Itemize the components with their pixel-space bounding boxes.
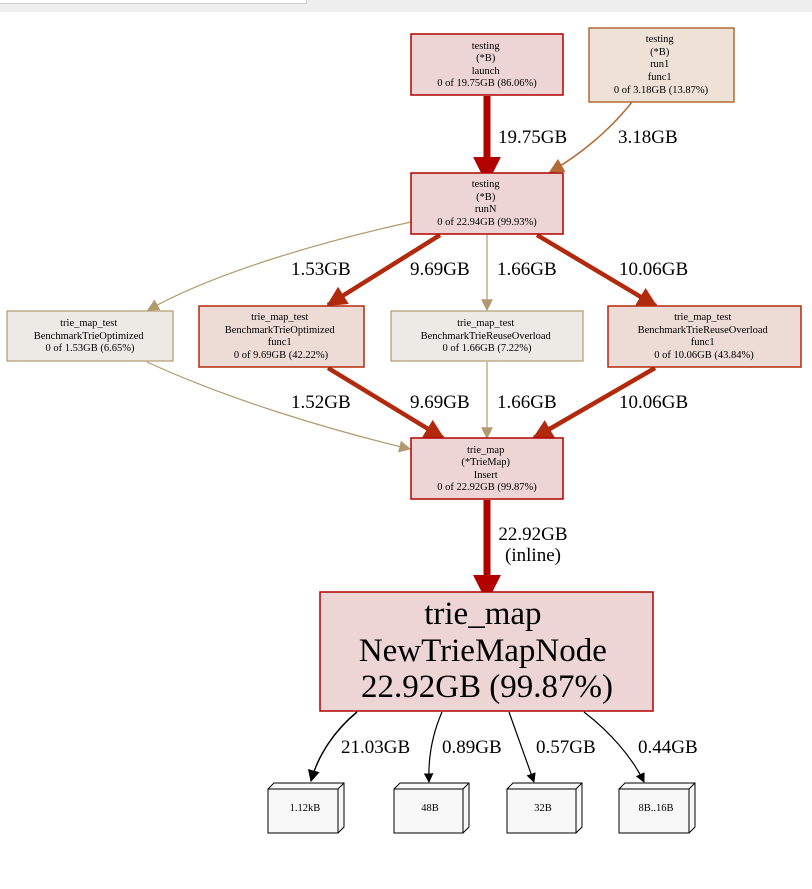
edge-runN-opt[interactable]: [146, 221, 412, 311]
node-bench-opt-func1-line: 0 of 9.69GB (42.22%): [234, 350, 329, 361]
node-bench-opt-func1-line: func1: [268, 337, 292, 348]
node-runN-line: (*B): [476, 192, 496, 203]
svg-text:testing (*B) runN: testing (*B) runN 0 of 22.94GB (99.93%): [437, 179, 537, 228]
node-bench-opt[interactable]: trie_map_test BenchmarkTrieOptimized 0 o…: [6, 310, 174, 362]
edge-newnode-leaf2[interactable]: [423, 711, 443, 783]
svg-text:trie_map_test BenchmarkT: trie_map_test BenchmarkTrieOptimized fun…: [225, 312, 337, 361]
edge-run1-runN[interactable]: [548, 101, 633, 173]
node-bench-opt-func1-line: trie_map_test: [251, 312, 308, 323]
leaf-label: 8B..16B: [638, 803, 673, 814]
svg-text:trie_map_test BenchmarkT: trie_map_test BenchmarkTrieOptimized 0 o…: [34, 318, 146, 354]
node-run1-line: (*B): [650, 47, 670, 58]
top-toolbar: [0, 0, 812, 12]
node-bench-reuse-line: trie_map_test: [457, 318, 514, 329]
node-insert-line: Insert: [474, 470, 498, 481]
svg-text:trie_map_test BenchmarkT: trie_map_test BenchmarkTrieReuseOverload…: [421, 318, 554, 354]
leaf-label: 48B: [421, 803, 439, 814]
node-newtriemapnode-line: 22.92GB (99.87%): [361, 669, 613, 705]
node-bench-reuse-func1-line: func1: [691, 337, 715, 348]
node-newtriemapnode-line: trie_map: [424, 596, 541, 632]
node-insert-line: trie_map: [467, 445, 504, 456]
leaf-box-3[interactable]: 32B: [506, 782, 583, 834]
edge-labels: 19.75GB 3.18GB 1.53GB 9.69GB 1.66GB 10.0…: [291, 127, 698, 758]
edge-newnode-leaf4[interactable]: [583, 711, 645, 783]
node-run1[interactable]: testing (*B) run1 func1 0 of 3.18GB (13.…: [588, 27, 735, 103]
node-bench-opt-line: BenchmarkTrieOptimized: [34, 331, 145, 342]
edge-newnode-leaf1[interactable]: [308, 711, 358, 783]
edge-label-insert-newnode-inline: (inline): [505, 545, 561, 566]
node-launch-line: testing: [472, 41, 501, 52]
node-launch-line: launch: [472, 66, 501, 77]
svg-text:testing (*B) run1: testing (*B) run1 func1 0 of 3.18GB (13.…: [614, 34, 709, 96]
node-newtriemapnode-line: NewTrieMapNode: [359, 633, 607, 669]
node-run1-line: 0 of 3.18GB (13.87%): [614, 85, 709, 96]
svg-text:testing (*B) launc: testing (*B) launch 0 of 19.75GB (86.06%…: [437, 41, 537, 89]
node-launch[interactable]: testing (*B) launch 0 of 19.75GB (86.06%…: [410, 33, 564, 96]
edge-label-runN-opt: 1.53GB: [291, 259, 351, 280]
node-run1-line: func1: [648, 72, 672, 83]
node-bench-opt-func1-line: BenchmarkTrieOptimized: [225, 325, 336, 336]
edge-runN-reusef[interactable]: [535, 233, 658, 308]
edge-label-run1-runN: 3.18GB: [618, 127, 678, 148]
edge-label-launch-runN: 19.75GB: [498, 127, 567, 148]
leaf-label: 32B: [534, 803, 552, 814]
search-input[interactable]: [0, 0, 307, 4]
edge-label-newnode-leaf3: 0.57GB: [536, 737, 596, 758]
edge-label-reuse-insert: 1.66GB: [497, 392, 557, 413]
edge-opt-insert[interactable]: [146, 361, 412, 453]
node-run1-line: run1: [650, 59, 669, 70]
node-bench-reuse-func1-line: 0 of 10.06GB (43.84%): [654, 350, 754, 361]
edge-label-newnode-leaf2: 0.89GB: [442, 737, 502, 758]
node-bench-reuse-func1[interactable]: trie_map_test BenchmarkTrieReuseOverload…: [607, 305, 802, 368]
node-insert[interactable]: trie_map (*TrieMap) Insert 0 of 22.92GB …: [410, 437, 564, 500]
node-bench-reuse[interactable]: trie_map_test BenchmarkTrieReuseOverload…: [390, 310, 584, 362]
edge-label-opt-insert: 1.52GB: [291, 392, 351, 413]
node-newtriemapnode[interactable]: trie_map NewTrieMapNode 22.92GB (99.87%): [319, 591, 654, 712]
node-run1-line: testing: [646, 34, 675, 45]
node-runN[interactable]: testing (*B) runN 0 of 22.94GB (99.93%): [410, 172, 564, 235]
svg-text:trie_map (*TrieMap): trie_map (*TrieMap) Insert 0 of 22.92GB …: [437, 445, 537, 493]
edge-label-runN-optf: 9.69GB: [410, 259, 470, 280]
edge-runN-optf[interactable]: [326, 233, 442, 307]
node-bench-opt-line: 0 of 1.53GB (6.65%): [46, 343, 135, 354]
leaf-box-1[interactable]: 1.12kB: [267, 782, 345, 834]
node-runN-line: runN: [475, 204, 497, 215]
svg-text:trie_map_test BenchmarkT: trie_map_test BenchmarkTrieReuseOverload…: [638, 312, 771, 361]
node-bench-reuse-func1-line: BenchmarkTrieReuseOverload: [638, 325, 769, 336]
edge-label-reusef-insert: 10.06GB: [619, 392, 688, 413]
edge-newnode-leaf3[interactable]: [508, 711, 536, 783]
leaf-box-4[interactable]: 8B..16B: [618, 782, 696, 834]
edge-label-runN-reuse: 1.66GB: [497, 259, 557, 280]
edge-label-runN-reusef: 10.06GB: [619, 259, 688, 280]
node-launch-line: (*B): [476, 53, 496, 64]
edge-label-optf-insert: 9.69GB: [410, 392, 470, 413]
node-runN-line: testing: [472, 179, 501, 190]
edges: [146, 96, 658, 783]
edge-optf-insert[interactable]: [326, 366, 445, 440]
node-bench-opt-func1[interactable]: trie_map_test BenchmarkTrieOptimized fun…: [198, 305, 365, 368]
node-bench-reuse-line: BenchmarkTrieReuseOverload: [421, 331, 552, 342]
node-bench-reuse-line: 0 of 1.66GB (7.22%): [443, 343, 532, 354]
edge-label-newnode-leaf1: 21.03GB: [341, 737, 410, 758]
node-insert-line: (*TrieMap): [461, 457, 510, 468]
svg-text:trie_map NewTrieMapNode: trie_map NewTrieMapNode 22.92GB (99.87%): [359, 596, 615, 705]
leaf-label: 1.12kB: [290, 803, 321, 814]
edge-label-insert-newnode: 22.92GB: [498, 524, 567, 545]
leaf-box-2[interactable]: 48B: [393, 782, 470, 834]
node-bench-opt-line: trie_map_test: [60, 318, 117, 329]
edge-reusef-insert[interactable]: [532, 366, 657, 440]
edge-label-newnode-leaf4: 0.44GB: [638, 737, 698, 758]
node-launch-line: 0 of 19.75GB (86.06%): [437, 78, 537, 89]
node-insert-line: 0 of 22.92GB (99.87%): [437, 482, 537, 493]
node-runN-line: 0 of 22.94GB (99.93%): [437, 217, 537, 228]
node-bench-reuse-func1-line: trie_map_test: [674, 312, 731, 323]
